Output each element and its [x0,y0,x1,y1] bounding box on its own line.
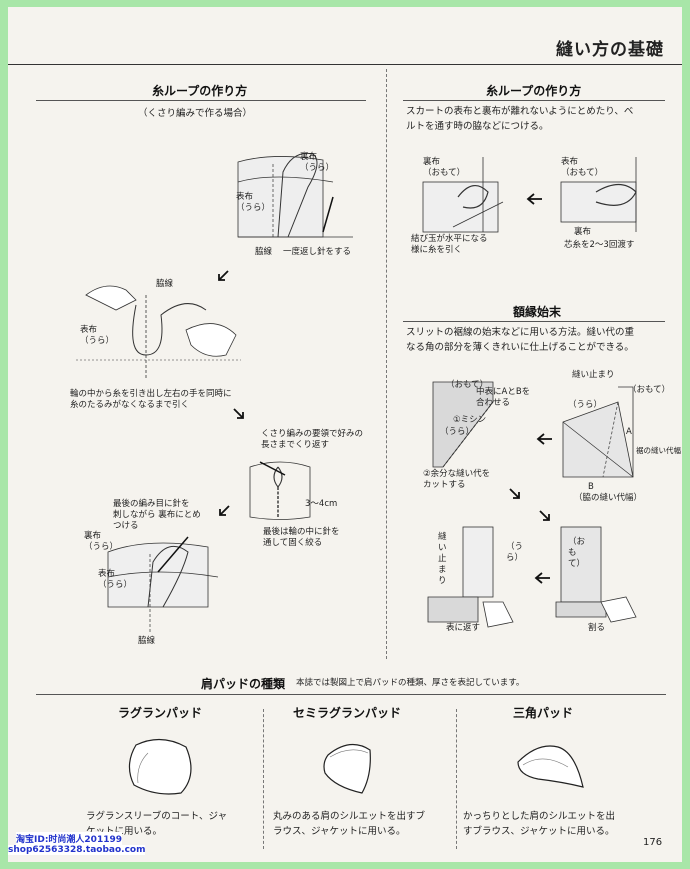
pads-divider-1 [263,709,264,849]
step3-instruction-a: くさり編みの要領で好みの 長さまでくり返す [261,429,364,450]
frame-step3-illustration [427,526,514,628]
pad-1-description: ラグランスリーブのコート、ジャ ケットに用いる。 [86,811,228,837]
frame-awase-note: 中表にAとBを 合わせる [476,387,531,408]
raglan-pad-icon [128,738,192,795]
left-title-rule [36,100,366,101]
step1-illustration [237,152,353,238]
semi-raglan-pad-icon [323,744,371,794]
step3-illustration [249,461,311,520]
pads-section-title: 肩パッドの種類 [201,677,286,691]
step1-urafu-label: 裏布 （うら） [300,152,335,173]
right-bottom-title-rule [403,321,665,322]
frame-a-label: A [626,427,632,437]
frame-omote-label: （おもて） [446,380,489,390]
right-top-description: スカートの表布と裏布が離れないようにとめたり、ベ ルトを通す時の脇などにつける。 [406,106,634,132]
left-subtitle: （くさり編みで作る場合） [138,108,253,119]
right-bottom-title: 額縁始末 [513,305,562,319]
thread-loop-illustration-a [422,157,504,233]
frame-susono-label: 裾の縫い代幅 [636,446,681,455]
frame-cut-note: ②余分な縫い代を カットする [423,469,491,490]
watermark-line2: shop62563328.taobao.com [8,845,146,855]
step2-illustration [76,285,241,380]
frame-nuidome2-label: 縫い止まり [438,532,447,586]
arrow-left-icon [526,193,542,205]
frame-mishin-label: ①ミシン [453,415,487,425]
page-number: 176 [643,837,663,848]
step2-instruction: 輪の中から糸を引き出し左右の手を同時に 糸のたるみがなくなるまで引く [70,389,232,410]
frame-nuidome-label: 縫い止まり [572,370,615,380]
pad-3-description: かっちりとした肩のシルエットを出 すブラウス、ジャケットに用いる。 [463,811,616,837]
arrow-down-right-icon [509,488,520,499]
arrow-left-icon [534,572,550,584]
step4-instruction: 最後の編み目に針を 刺しながら 裏布にとめ つける [113,499,201,531]
right-top-title: 糸ループの作り方 [486,84,582,98]
page: 縫い方の基礎 糸ループの作り方 （くさり編みで作る場合） 裏布 （うら） 表布 … [8,7,682,862]
step1-ichido-label: 一度返し針をする [283,247,352,257]
watermark-line1: 淘宝ID:时尚潮人201199 [16,832,122,845]
arrow-down-left-icon [218,270,229,281]
thread-loop-ura-label: 裏布 [574,227,592,237]
triangle-pad-icon [517,745,584,788]
thread-loop-a-label: 裏布 （おもて） [423,157,466,178]
step3-size-label: 3〜4cm [305,499,338,509]
step4-illustration [107,536,219,632]
step2-wakisen-label: 脇線 [156,279,174,289]
pad-2-description: 丸みのある肩のシルエットを出すブ ラウス、ジャケットに用いる。 [273,811,426,837]
pad-3-name: 三角パッド [513,706,574,720]
frame-ura-label: （うら） [440,427,475,437]
pads-divider-2 [456,709,457,849]
thread-loop-b-label: 表布 （おもて） [561,157,604,178]
frame-ura-c-label: （うら） [506,542,524,563]
step2-omotefu-label: 表布 （うら） [80,325,115,346]
pads-top-rule [36,694,666,695]
frame-step4-illustration [555,526,637,623]
pads-section-note: 本誌では製図上で肩パッドの種類、厚さを表記しています。 [296,678,525,688]
step4-omotefu-label: 表布 （うら） [98,569,133,590]
pad-1-name: ラグランパッド [118,706,203,720]
step3-instruction-b: 最後は輪の中に針を 通して固く絞る [263,527,340,548]
page-header-title: 縫い方の基礎 [556,40,664,60]
arrow-down-left-icon [219,505,230,516]
frame-step1-illustration [432,381,494,468]
step1-wakisen-label: 脇線 [255,247,273,257]
left-section-title: 糸ループの作り方 [152,84,248,98]
thread-loop-note: 芯糸を2〜3回渡す [564,240,635,250]
frame-omote-b-label: （おもて） [628,385,671,395]
thread-loop-knot-note: 結び玉が水平になる 様に糸を引く [411,234,488,255]
arrow-down-right-icon [233,408,244,419]
arrow-down-right-icon [539,510,550,521]
pad-2-name: セミラグランパッド [293,706,402,720]
frame-step2-illustration [562,386,634,478]
frame-waru-label: 割る [588,623,606,633]
thread-loop-illustration-b [560,157,637,232]
frame-b-label: B [588,482,594,492]
column-divider [386,69,387,659]
step1-omotefu-label: 表布 （うら） [236,192,271,213]
frame-ura-b-label: （うら） [568,400,603,410]
header-rule [8,64,682,65]
frame-waki-label: （脇の縫い代幅） [574,493,643,503]
step4-urafu-label: 裏布 （うら） [84,531,119,552]
frame-kaesu-label: 表に返す [446,623,481,633]
step4-wakisen-label: 脇線 [138,636,156,646]
right-bottom-description: スリットの裾線の始末などに用いる方法。縫い代の重 なる角の部分を薄くきれいに仕上… [406,327,635,353]
frame-omote-c-label: （おもて） [568,537,586,569]
right-top-title-rule [403,100,665,101]
arrow-left-icon [536,433,552,445]
